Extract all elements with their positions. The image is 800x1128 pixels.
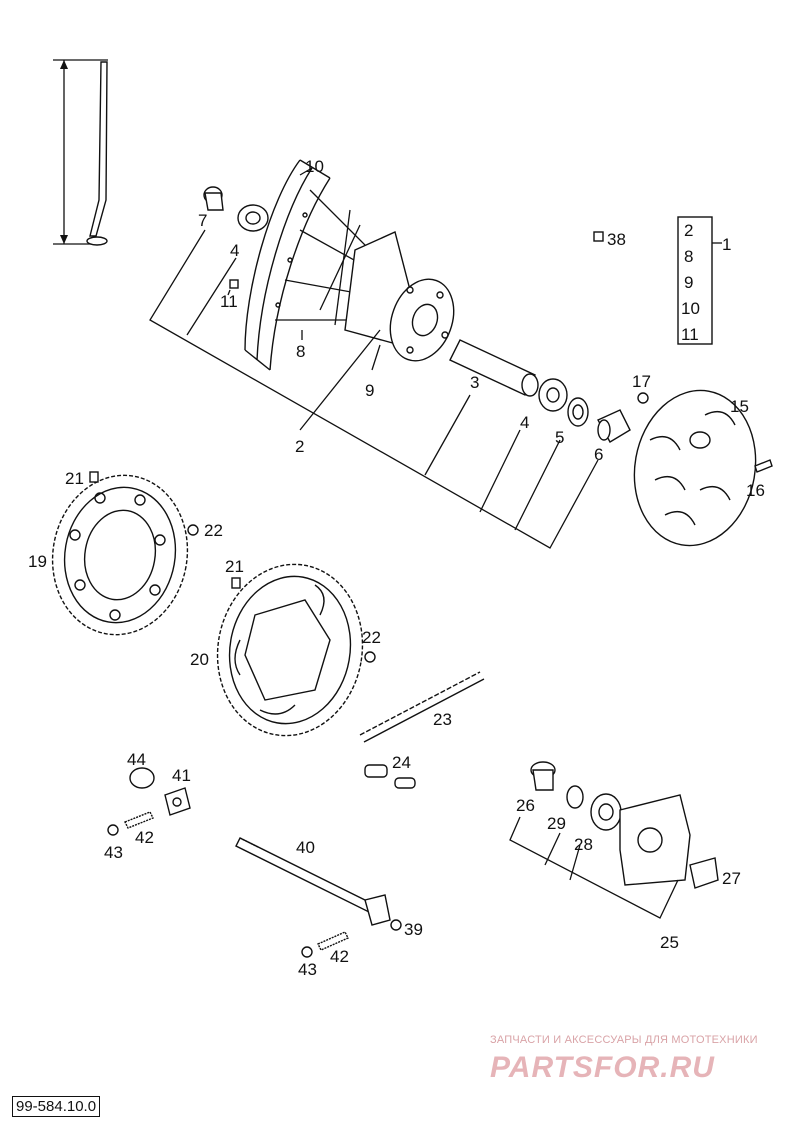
- callout-43: 43: [104, 843, 123, 862]
- callout-11: 11: [220, 292, 238, 311]
- diagram-code-label: 99-584.10.0: [12, 1096, 101, 1117]
- brake-disc[interactable]: [622, 381, 773, 555]
- callout-16: 16: [746, 481, 765, 500]
- callout-21: 21: [65, 469, 84, 488]
- screw-42-upper[interactable]: [124, 811, 154, 829]
- callout-labels: 1 2 3 4 4 5 6 7 8 9 10 11 15 16 17 19 20…: [28, 157, 765, 979]
- callout-21: 21: [225, 557, 244, 576]
- callout-38: 38: [607, 230, 626, 249]
- assembly-item: 9: [684, 273, 693, 292]
- callout-22: 22: [362, 628, 381, 647]
- callout-43: 43: [298, 960, 317, 979]
- spacer-7[interactable]: [203, 186, 224, 211]
- callout-40: 40: [296, 838, 315, 857]
- callout-4: 4: [230, 241, 239, 260]
- nut-43-upper[interactable]: [107, 824, 119, 836]
- spacer-6[interactable]: [597, 409, 631, 443]
- leader-lines: [149, 167, 679, 919]
- assembly-box: 2 8 9 10 11: [677, 216, 722, 345]
- callout-22: 22: [204, 521, 223, 540]
- callout-8: 8: [296, 342, 305, 361]
- spokes: [275, 189, 396, 326]
- callout-1: 1: [722, 235, 731, 254]
- bearing-4-left[interactable]: [237, 204, 269, 232]
- screw-42-lower[interactable]: [317, 931, 349, 951]
- callout-29: 29: [547, 814, 566, 833]
- watermark-brand: PARTSFOR.RU: [490, 1051, 715, 1084]
- callout-20: 20: [190, 650, 209, 669]
- callout-41: 41: [172, 766, 191, 785]
- adjuster-44[interactable]: [129, 767, 155, 789]
- callout-4: 4: [520, 413, 529, 432]
- callout-19: 19: [28, 552, 47, 571]
- assembly-item: 11: [681, 325, 699, 344]
- assembly-item: 8: [684, 247, 693, 266]
- nut-38[interactable]: [593, 231, 604, 242]
- adjuster-plate-41[interactable]: [164, 787, 191, 816]
- bearing-4-right[interactable]: [538, 378, 568, 412]
- sprocket-20[interactable]: [204, 553, 376, 747]
- callout-5: 5: [555, 428, 564, 447]
- callout-23: 23: [433, 710, 452, 729]
- chain-joint-24[interactable]: [364, 764, 416, 789]
- bolt-11[interactable]: [229, 279, 239, 289]
- spoke-length-drawing: [53, 59, 108, 246]
- callout-25: 25: [660, 933, 679, 952]
- sprocket-19[interactable]: [40, 465, 200, 646]
- nut-43-lower[interactable]: [301, 946, 313, 958]
- assembly-item: 2: [684, 221, 693, 240]
- callout-9: 9: [365, 381, 374, 400]
- callout-3: 3: [470, 373, 479, 392]
- callout-42: 42: [330, 947, 349, 966]
- callout-28: 28: [574, 835, 593, 854]
- chain-23[interactable]: [359, 671, 485, 743]
- watermark-tagline: ЗАПЧАСТИ И АКСЕССУАРЫ ДЛЯ МОТОТЕХНИКИ: [490, 1034, 758, 1046]
- wheel-rim[interactable]: [244, 159, 331, 371]
- callout-39: 39: [404, 920, 423, 939]
- assembly-item: 10: [681, 299, 700, 318]
- callout-42: 42: [135, 828, 154, 847]
- callout-10: 10: [305, 157, 324, 176]
- callout-27: 27: [722, 869, 741, 888]
- callout-7: 7: [198, 211, 207, 230]
- wheel-hub[interactable]: [344, 231, 465, 370]
- callout-15: 15: [730, 397, 749, 416]
- distance-tube-3[interactable]: [449, 339, 539, 397]
- callout-24: 24: [392, 753, 411, 772]
- axle-40[interactable]: [235, 837, 402, 931]
- callout-2: 2: [295, 437, 304, 456]
- watermark: ЗАПЧАСТИ И АКСЕССУАРЫ ДЛЯ МОТОТЕХНИКИ PA…: [490, 1034, 758, 1084]
- callout-17: 17: [632, 372, 651, 391]
- callout-26: 26: [516, 796, 535, 815]
- sprocket-carrier-assembly[interactable]: [530, 761, 719, 889]
- callout-6: 6: [594, 445, 603, 464]
- callout-44: 44: [127, 750, 146, 769]
- seal-ring-5[interactable]: [567, 397, 589, 427]
